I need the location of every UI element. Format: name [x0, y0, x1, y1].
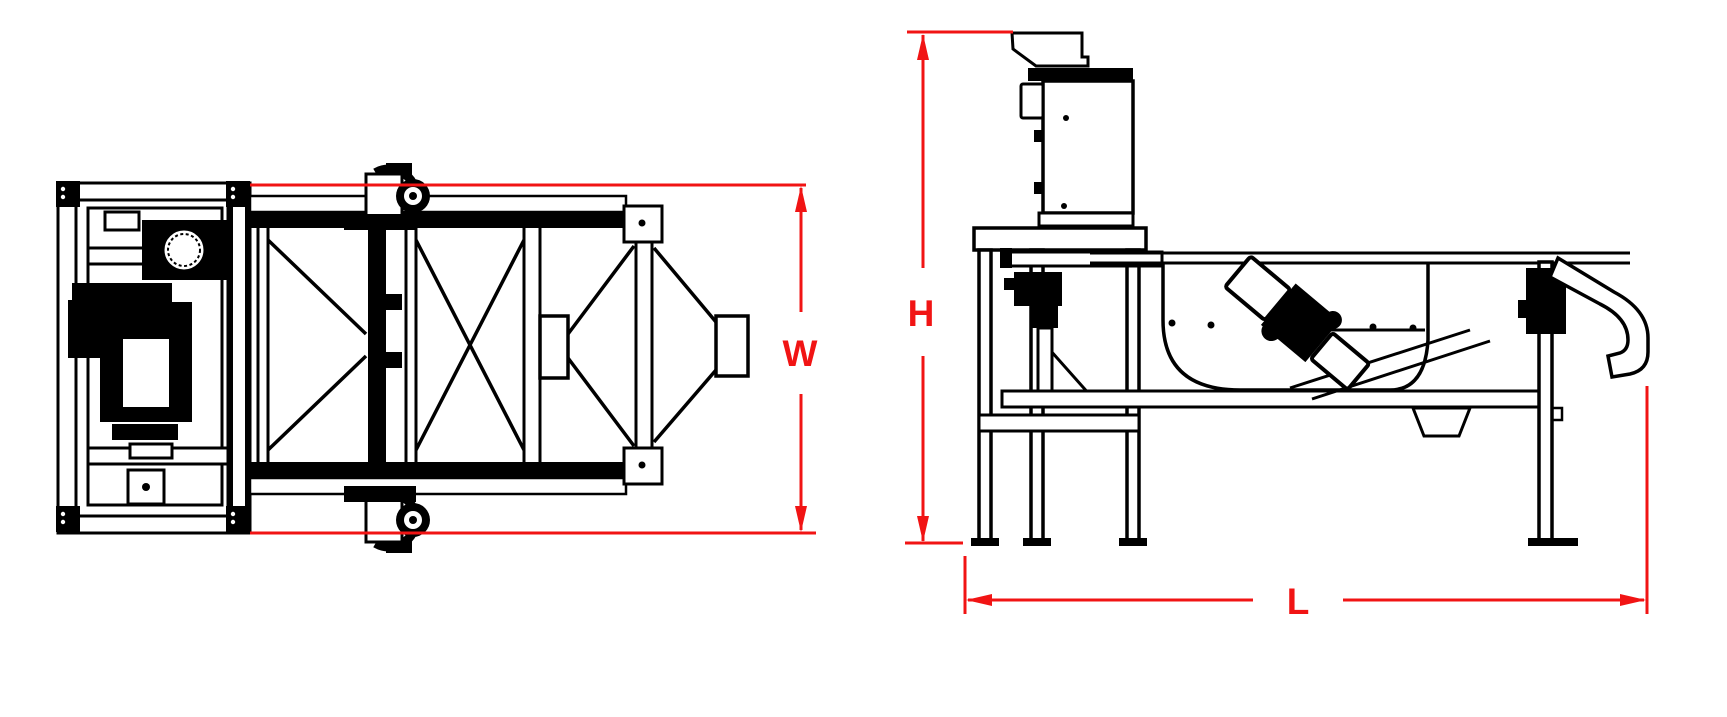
top-view: W [56, 163, 818, 553]
arrow-left-icon [966, 594, 992, 606]
arrow-up-icon [795, 186, 807, 212]
vibrator-motor [1224, 255, 1371, 391]
dimension-l: L [963, 386, 1649, 622]
screen-deck [248, 194, 664, 496]
dimension-h-label: H [908, 293, 935, 334]
motor-drive-unit [68, 220, 228, 506]
dimension-w-label: W [783, 333, 818, 374]
motor-subframe [56, 181, 252, 535]
feeder-box [1019, 79, 1135, 228]
dimension-l-label: L [1287, 581, 1310, 622]
arrow-down-icon [795, 506, 807, 532]
isolator-mount-bottom [344, 486, 430, 553]
feed-hopper [1010, 31, 1133, 81]
dimension-h: H [905, 30, 1013, 545]
isolator-mount-top [344, 163, 430, 230]
discharge-outlet-top [652, 246, 750, 444]
arrow-right-icon [1620, 594, 1646, 606]
discharge-spout-side [1547, 255, 1650, 380]
arrow-up-icon [917, 34, 929, 60]
dimension-w: W [250, 183, 818, 535]
support-stand [971, 226, 1164, 546]
side-view: H L [905, 30, 1650, 622]
arrow-down-icon [917, 516, 929, 542]
trough [1000, 251, 1630, 546]
